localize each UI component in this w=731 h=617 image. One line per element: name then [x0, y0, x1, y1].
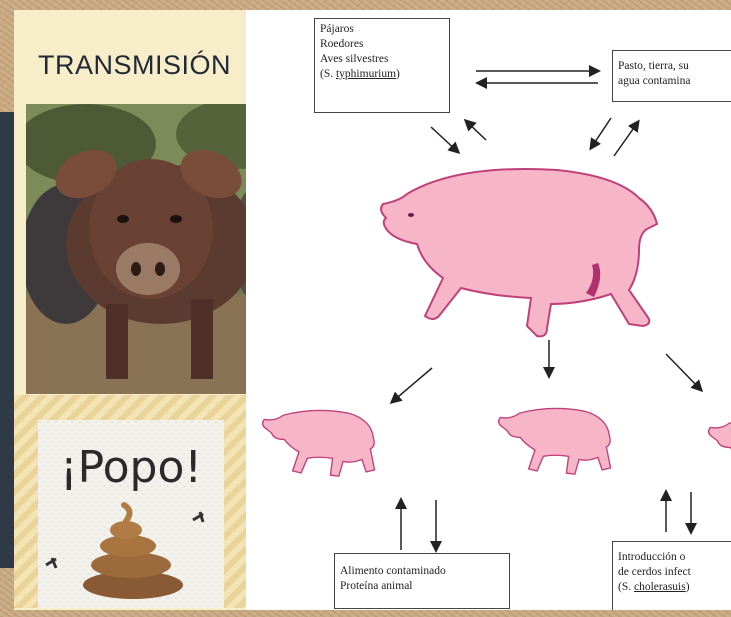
dark-accent-bar	[0, 112, 14, 568]
small-pig-left	[263, 410, 375, 476]
small-pig-right	[709, 418, 731, 484]
large-pig-illustration	[381, 169, 657, 336]
box-pasture-soil-water: Pasto, tierra, su agua contamina	[612, 50, 731, 102]
box-infected-pigs: Introducción o de cerdos infect (S. chol…	[612, 541, 731, 610]
pig-photo	[26, 104, 281, 394]
transmission-diagram: Pájaros Roedores Aves silvestres (S. typ…	[246, 10, 731, 610]
box-contaminated-food: Alimento contaminado Proteína animal	[334, 553, 510, 609]
small-pig-center	[499, 408, 611, 474]
popo-illustration: ¡Popo!	[38, 420, 224, 608]
box-birds-rodents: Pájaros Roedores Aves silvestres (S. typ…	[314, 18, 450, 113]
svg-text:¡Popo!: ¡Popo!	[60, 442, 202, 493]
slide-title: TRANSMISIÓN	[38, 50, 231, 81]
